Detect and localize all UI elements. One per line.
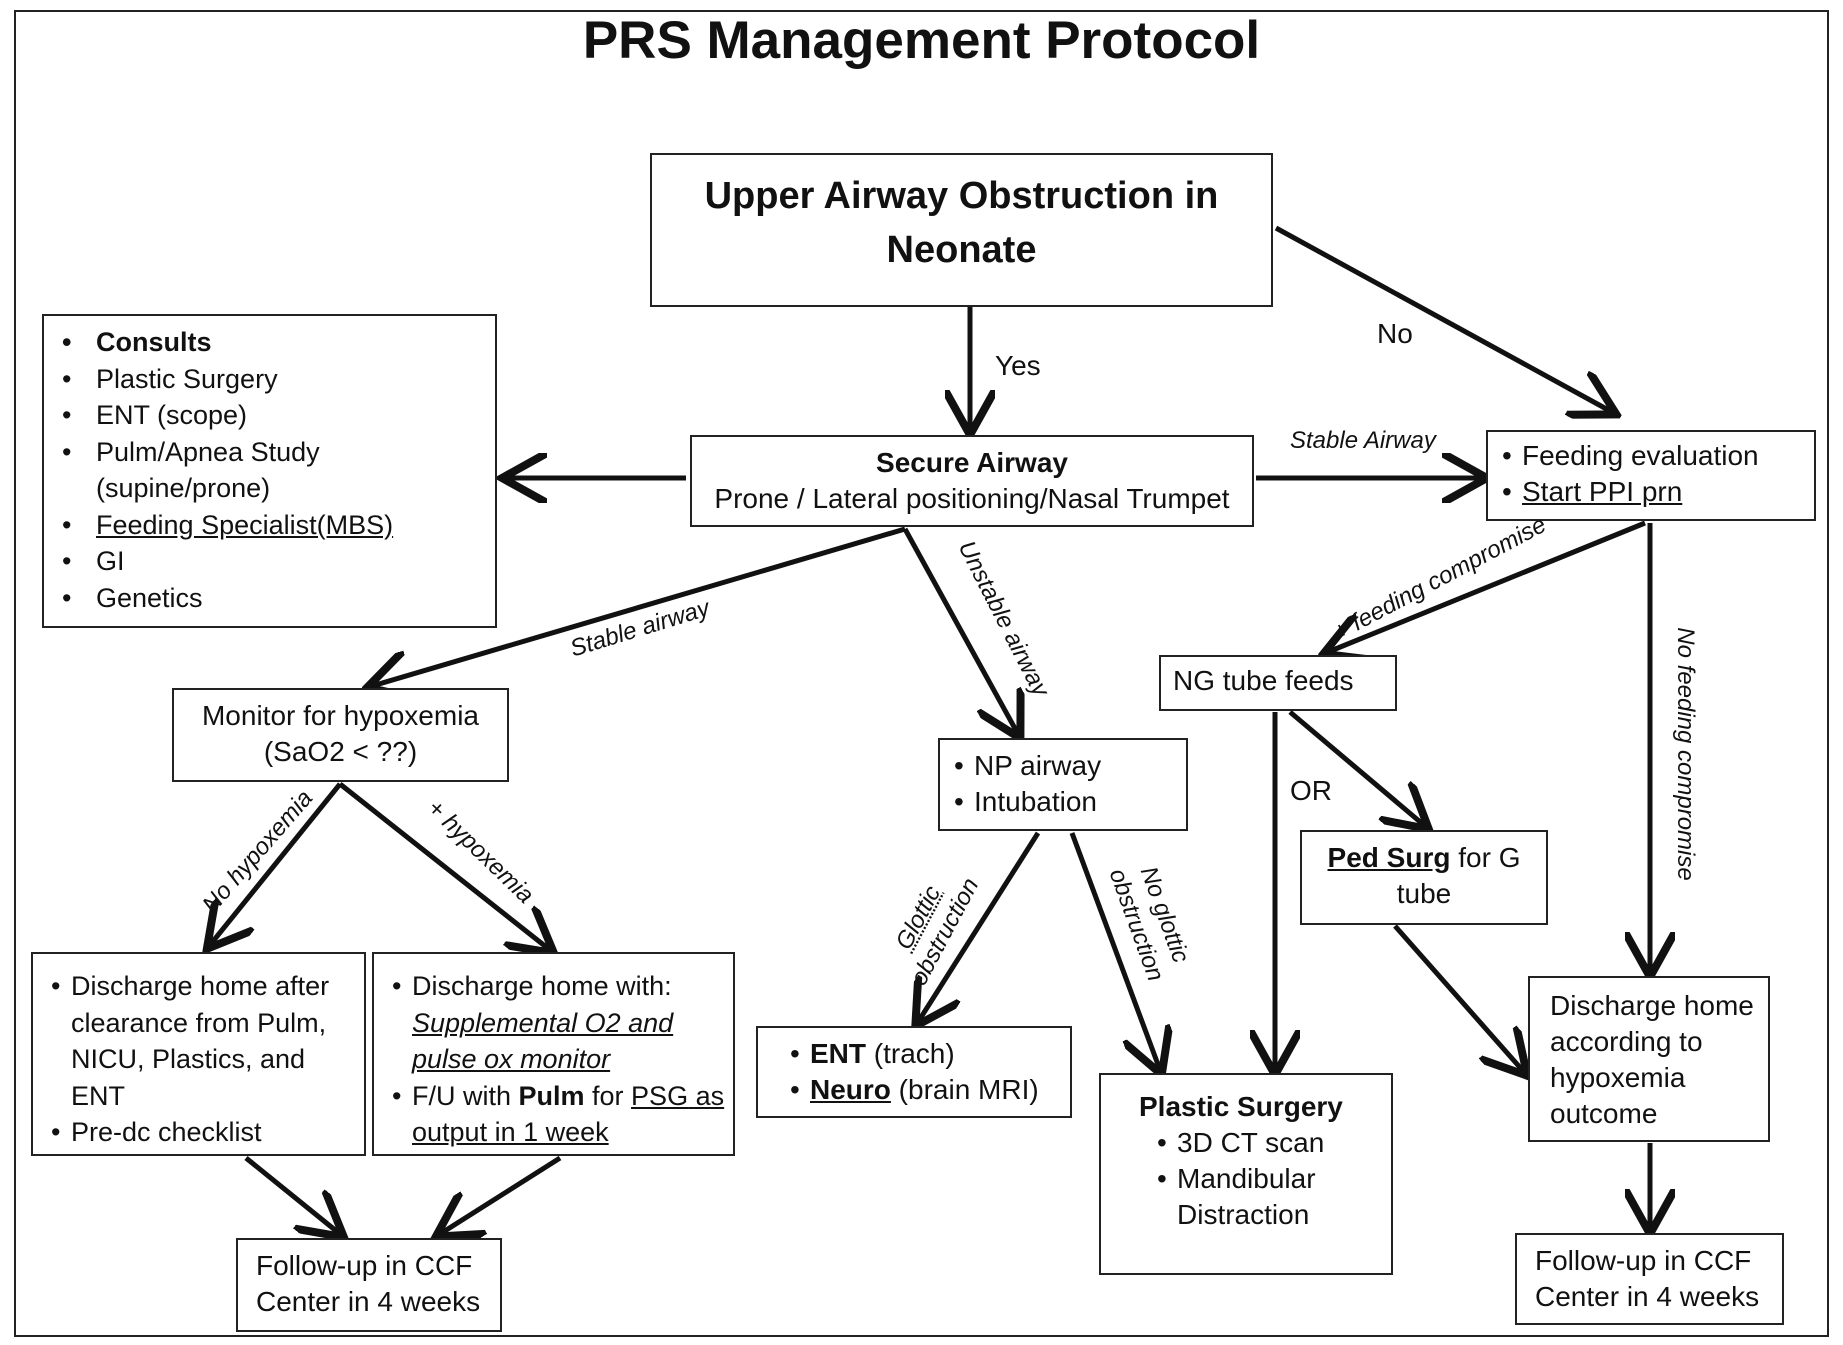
fu-post: as output in 1 week — [412, 1080, 725, 1148]
node-ped-surg: Ped Surg for G tube — [1300, 830, 1548, 925]
consults-item: Pulm/Apnea Study (supine/prone) — [62, 434, 396, 507]
arrow-secure-to-np — [902, 527, 1018, 734]
discharge-with-text: Discharge home with: — [412, 971, 672, 1001]
feeding-eval-item: Feeding evaluation — [1502, 438, 1814, 474]
node-discharge-with-o2: Discharge home with: Supplemental O2 and… — [372, 952, 735, 1156]
neuro-bold: Neuro — [810, 1074, 891, 1105]
plastic-surgery-item: Mandibular Distraction — [1157, 1161, 1347, 1233]
fu-psg: PSG — [631, 1080, 689, 1111]
node-ent-neuro: ENT (trach) Neuro (brain MRI) — [756, 1026, 1072, 1118]
node-feeding-evaluation: Feeding evaluation Start PPI prn — [1486, 430, 1816, 521]
secure-airway-heading: Secure Airway — [876, 447, 1068, 478]
consults-item: Plastic Surgery — [62, 361, 495, 398]
discharge-after-item: Pre-dc checklist — [51, 1114, 358, 1151]
followup-right-text: Follow-up in CCF Center in 4 weeks — [1535, 1245, 1760, 1312]
discharge-hypox-text: Discharge home according to hypoxemia ou… — [1550, 990, 1754, 1129]
edge-label-or: OR — [1290, 775, 1332, 806]
arrow-ng-to-pedsurg — [1288, 710, 1425, 826]
node-ng-tube-feeds: NG tube feeds — [1159, 655, 1397, 711]
node-followup-right: Follow-up in CCF Center in 4 weeks — [1515, 1233, 1784, 1325]
arrow-feeding-to-ng — [1328, 520, 1646, 652]
page-title: PRS Management Protocol — [582, 11, 1261, 70]
edge-label-no-feeding-compromise: No feeding compromise — [1672, 627, 1699, 881]
node-upper-airway-obstruction: Upper Airway Obstruction in Neonate — [650, 153, 1273, 307]
feeding-eval-item: Start PPI prn — [1502, 474, 1814, 510]
node-discharge-hypoxemia-outcome: Discharge home according to hypoxemia ou… — [1528, 976, 1770, 1142]
neuro-rest: (brain MRI) — [890, 1074, 1039, 1105]
fu-pre: F/U with — [412, 1080, 519, 1111]
plastic-surgery-item: 3D CT scan — [1157, 1125, 1391, 1161]
node-np-airway: NP airway Intubation — [938, 738, 1188, 831]
arrow-secure-to-monitor — [372, 526, 906, 686]
discharge-with-o2-text: Supplemental O2 and pulse ox monitor — [412, 1007, 674, 1075]
discharge-with-item: Discharge home with: Supplemental O2 and… — [392, 968, 727, 1078]
ng-tube-feeds-text: NG tube feeds — [1173, 665, 1354, 696]
consults-item: ENT (scope) — [62, 397, 495, 434]
ent-neuro-item: Neuro (brain MRI) — [790, 1072, 1070, 1108]
node-upper-airway-obstruction-text: Upper Airway Obstruction in Neonate — [704, 175, 1219, 271]
node-discharge-after-clearance: Discharge home after clearance from Pulm… — [31, 952, 366, 1156]
node-secure-airway: Secure Airway Prone / Lateral positionin… — [690, 435, 1254, 527]
secure-airway-body: Prone / Lateral positioning/Nasal Trumpe… — [714, 483, 1230, 514]
node-consults: Consults Plastic Surgery ENT (scope) Pul… — [42, 314, 497, 628]
node-monitor-hypoxemia: Monitor for hypoxemia (SaO2 < ??) — [172, 688, 509, 782]
arrow-monitor-to-discharge-with — [338, 782, 550, 950]
np-airway-item: NP airway — [954, 748, 1186, 784]
discharge-with-item: F/U with Pulm for PSG as output in 1 wee… — [392, 1078, 727, 1151]
arrow-np-to-plastic — [1069, 832, 1160, 1070]
arrow-pedsurg-to-discharge — [1393, 924, 1524, 1072]
node-followup-left: Follow-up in CCF Center in 4 weeks — [236, 1238, 502, 1332]
plastic-surgery-heading: Plastic Surgery — [1139, 1091, 1343, 1122]
consults-item: Genetics — [62, 580, 495, 617]
ent-rest: (trach) — [866, 1038, 955, 1069]
outer-frame — [14, 10, 1829, 1337]
edge-label-no: No — [1377, 318, 1413, 349]
arrow-discharge-with-to-followup — [440, 1155, 562, 1234]
node-plastic-surgery: Plastic Surgery 3D CT scan Mandibular Di… — [1099, 1073, 1393, 1275]
consults-heading: Consults — [62, 324, 495, 361]
consults-item: Feeding Specialist(MBS) — [62, 507, 495, 544]
edge-label-yes: Yes — [995, 350, 1041, 381]
edge-label-stable-airway-right: Stable Airway — [1290, 427, 1436, 454]
ped-surg-rest: for G tube — [1396, 842, 1521, 909]
arrow-np-to-ent — [918, 831, 1041, 1022]
fu-mid: for — [584, 1080, 632, 1111]
monitor-hypoxemia-text: Monitor for hypoxemia (SaO2 < ??) — [201, 700, 479, 767]
consults-item: GI — [62, 543, 495, 580]
ent-neuro-item: ENT (trach) — [790, 1036, 1070, 1072]
followup-left-text: Follow-up in CCF Center in 4 weeks — [256, 1250, 481, 1317]
arrow-monitor-to-discharge-after — [210, 782, 342, 945]
arrow-discharge-after-to-followup — [244, 1156, 340, 1234]
fu-pulm: Pulm — [518, 1080, 585, 1111]
arrow-start-to-feeding — [1274, 225, 1612, 412]
ent-bold: ENT — [810, 1038, 866, 1069]
discharge-after-item: Discharge home after clearance from Pulm… — [51, 968, 358, 1114]
np-airway-item: Intubation — [954, 784, 1186, 820]
ped-surg-bold: Ped Surg — [1327, 842, 1451, 873]
